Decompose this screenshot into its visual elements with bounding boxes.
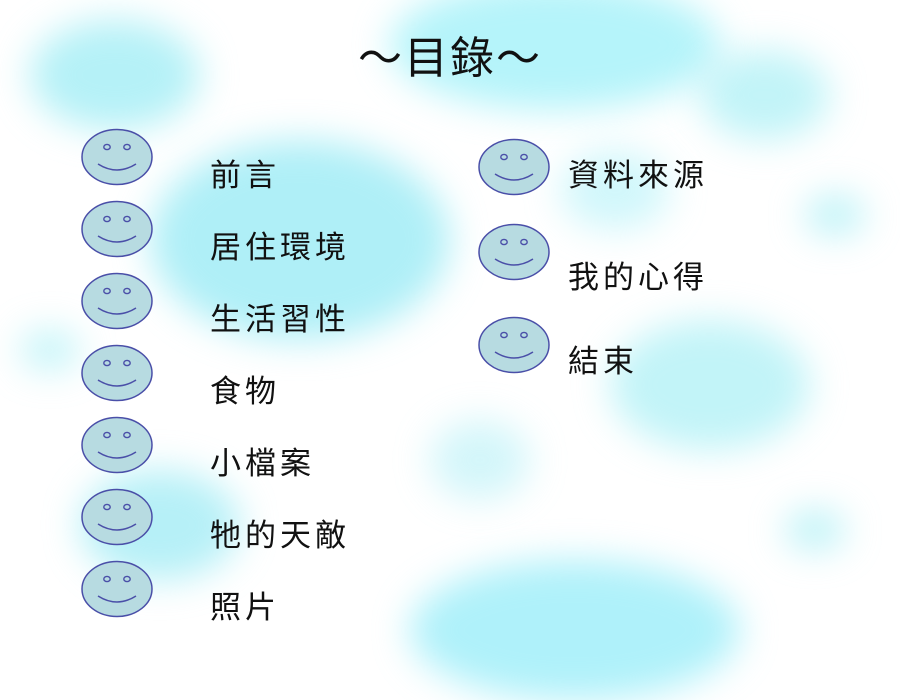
- menu-item-sources[interactable]: [477, 138, 551, 196]
- menu-item-habitat[interactable]: [80, 200, 154, 258]
- smiley-face-icon: [477, 138, 551, 196]
- smiley-face-icon: [80, 416, 154, 474]
- menu-label-profile[interactable]: 小檔案: [210, 446, 315, 482]
- menu-item-preface[interactable]: [80, 128, 154, 186]
- menu-label-habits[interactable]: 生活習性: [210, 302, 350, 338]
- page-title: ～目錄～: [358, 33, 542, 84]
- menu-label-preface[interactable]: 前言: [210, 158, 280, 194]
- smiley-face-icon: [80, 344, 154, 402]
- smiley-face-icon: [80, 488, 154, 546]
- smiley-face-icon: [80, 128, 154, 186]
- menu-label-sources[interactable]: 資料來源: [568, 158, 708, 194]
- smiley-face-icon: [80, 272, 154, 330]
- smiley-face-icon: [477, 223, 551, 281]
- smiley-face-icon: [80, 560, 154, 618]
- menu-item-reflections[interactable]: [477, 223, 551, 281]
- menu-label-end[interactable]: 結束: [568, 344, 638, 380]
- menu-item-food[interactable]: [80, 344, 154, 402]
- menu-item-predators[interactable]: [80, 488, 154, 546]
- menu-label-predators[interactable]: 牠的天敵: [210, 518, 350, 554]
- smiley-face-icon: [477, 316, 551, 374]
- menu-item-photos[interactable]: [80, 560, 154, 618]
- menu-item-end[interactable]: [477, 316, 551, 374]
- menu-item-profile[interactable]: [80, 416, 154, 474]
- menu-label-photos[interactable]: 照片: [210, 590, 280, 626]
- smiley-face-icon: [80, 200, 154, 258]
- menu-label-food[interactable]: 食物: [210, 374, 280, 410]
- menu-label-habitat[interactable]: 居住環境: [210, 230, 350, 266]
- menu-item-habits[interactable]: [80, 272, 154, 330]
- menu-label-reflections[interactable]: 我的心得: [568, 260, 708, 296]
